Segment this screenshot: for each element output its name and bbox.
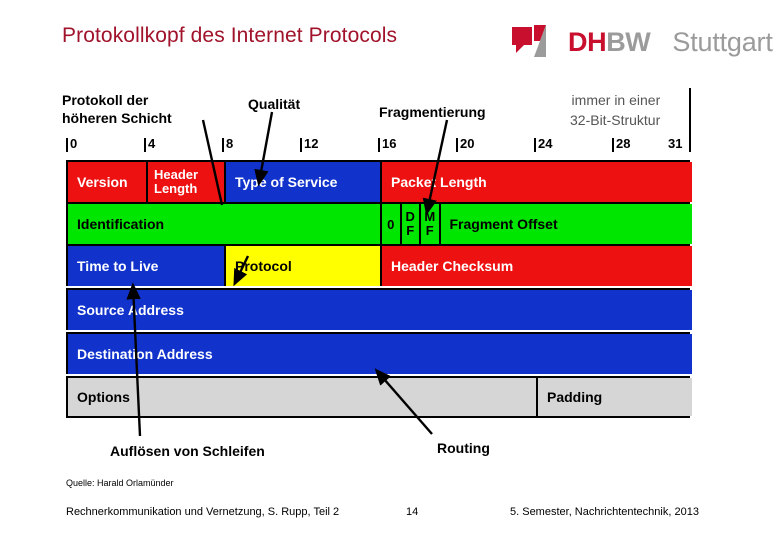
footer-page-number: 14 (406, 506, 419, 518)
bit-tick-label-4: 4 (148, 136, 156, 151)
logo-bw-text: BW (606, 26, 651, 57)
bit-tick-label-28: 28 (616, 136, 631, 151)
bit-tick-label-24: 24 (538, 136, 553, 151)
footer-right: 5. Semester, Nachrichtentechnik, 2013 (510, 506, 699, 518)
annotation-qualitaet: Qualität (248, 96, 301, 112)
field-label-line: F (425, 223, 434, 238)
footer-left: Rechnerkommunikation und Vernetzung, S. … (66, 506, 340, 518)
annotation-routing: Routing (437, 440, 490, 456)
ip-header-row: Source Address (66, 288, 692, 330)
bit-tick-mark-24 (534, 138, 536, 152)
field-options: Options (68, 378, 536, 416)
annotation-protokoll-hoehere-schicht: Protokoll der höheren Schicht (62, 92, 172, 126)
page-title: Protokollkopf des Internet Protocols (62, 24, 398, 47)
bit-tick-mark-28 (612, 138, 614, 152)
annotation-aufloesen-von-schleifen: Auflösen von Schleifen (110, 443, 265, 459)
field-protocol: Protocol (224, 246, 380, 286)
bit-tick-mark-8 (222, 138, 224, 152)
field-0: 0 (380, 204, 400, 244)
field-packet-length: Packet Length (380, 162, 692, 202)
annotation-fragmentierung: Fragmentierung (379, 104, 486, 120)
logo-city-text: Stuttgart (672, 26, 773, 57)
field-type-of-service: Type of Service (224, 162, 380, 202)
field-version: Version (68, 162, 146, 202)
field-label-line: Length (154, 181, 198, 196)
ip-header-row: Destination Address (66, 332, 692, 374)
field-fragment-offset: Fragment Offset (438, 204, 692, 244)
source-note: Quelle: Harald Orlamünder (66, 478, 174, 488)
dhbw-stuttgart-logo: DHBW Stuttgart (512, 20, 773, 64)
field-source-address: Source Address (68, 290, 692, 330)
bit-tick-label-12: 12 (304, 136, 319, 151)
bit-tick-mark-0 (66, 138, 68, 152)
field-label-line: D (405, 209, 415, 225)
field-destination-address: Destination Address (68, 334, 692, 374)
dhbw-logo-svg (512, 25, 546, 57)
field-label-line: F (406, 223, 415, 238)
field-label-line: M (424, 209, 436, 225)
bit-tick-mark-16 (378, 138, 380, 152)
bit-tick-label-20: 20 (460, 136, 475, 151)
bit-tick-mark-4 (144, 138, 146, 152)
field-padding: Padding (536, 378, 692, 416)
bit-tick-label-31: 31 (668, 136, 683, 151)
field-label-line: Header (154, 167, 199, 183)
bit-tick-label-8: 8 (226, 136, 234, 151)
bit-tick-label-0: 0 (70, 136, 78, 151)
field-identification: Identification (68, 204, 380, 244)
annotation-32-bit-struktur: immer in einer 32-Bit-Struktur (570, 92, 661, 129)
bit-tick-label-16: 16 (382, 136, 397, 151)
logo-dh-text: DH (568, 26, 607, 57)
bit-tick-mark-20 (456, 138, 458, 152)
field-time-to-live: Time to Live (68, 246, 224, 286)
field-header-checksum: Header Checksum (380, 246, 692, 286)
logo-wordmark: DHBW (568, 26, 651, 57)
dhbw-logo-mark-icon (512, 25, 562, 59)
bit-tick-mark-12 (300, 138, 302, 152)
